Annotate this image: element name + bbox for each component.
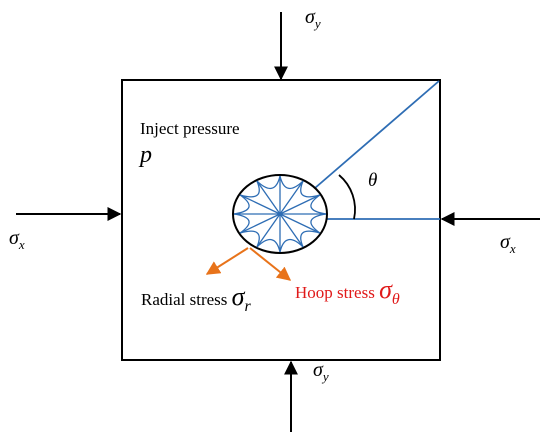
angle-theta-label: θ [368, 170, 377, 191]
sigma-x-right-label: σx [500, 231, 516, 256]
pressure-symbol: p [138, 142, 152, 168]
radial-stress-arrow-left [205, 247, 249, 275]
borehole [232, 174, 328, 254]
radial-stress-arrow-right [249, 247, 292, 281]
sigma-y-bottom-label: σy [313, 359, 329, 384]
sigma-x-left-label: σx [9, 227, 25, 252]
inject-pressure-label: Inject pressure [140, 119, 240, 138]
radial-stress-label: Radial stress σr [141, 282, 251, 315]
inclined-reference-line [314, 80, 440, 189]
fracture-pattern [233, 175, 327, 253]
hoop-stress-label: Hoop stress σθ [295, 275, 400, 308]
sigma-y-top-label: σy [305, 6, 321, 31]
angle-arc [338, 174, 356, 220]
